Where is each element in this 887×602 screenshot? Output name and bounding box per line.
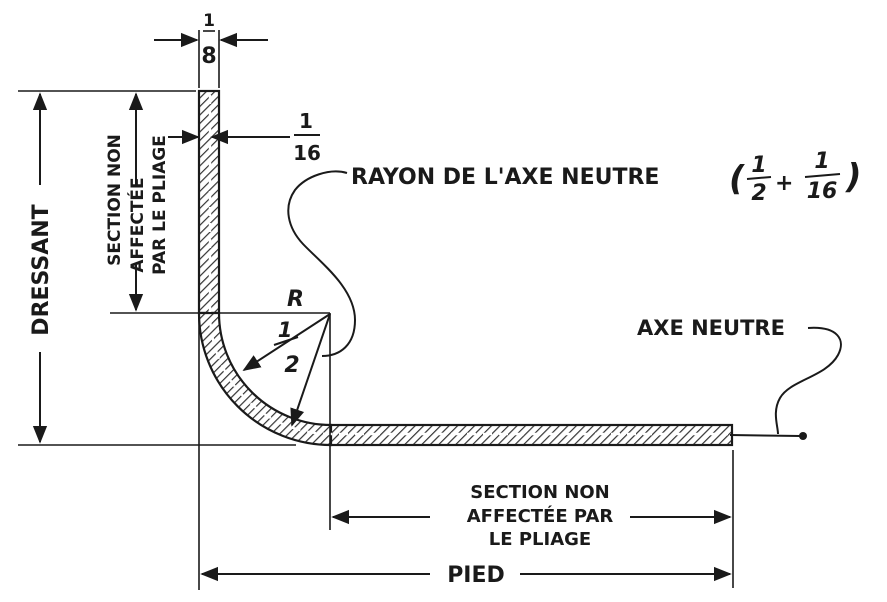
pied-dimension: PIED	[198, 315, 732, 590]
bent-metal-strip	[197, 89, 734, 447]
radius-num: 1	[278, 318, 293, 342]
formula-plus: +	[775, 171, 793, 196]
radius-title: RAYON DE L'AXE NEUTRE	[351, 165, 659, 190]
radius-title-group: RAYON DE L'AXE NEUTRE ( 1 2 + 1 16 )	[351, 149, 862, 206]
thickness-dimension: 1 8	[154, 11, 268, 88]
section-horizontal-line3: LE PLIAGE	[489, 529, 591, 550]
axe-neutre-label: AXE NEUTRE	[637, 316, 785, 340]
radius-symbol: R	[287, 287, 304, 312]
formula-b-den: 16	[807, 179, 838, 204]
radius-annotation: R 1 2	[242, 170, 357, 530]
dressant-dimension: DRESSANT	[18, 90, 296, 446]
section-vertical-line3: PAR LE PLIAGE	[150, 135, 170, 275]
thickness-num: 1	[203, 11, 215, 31]
section-horizontal-line1: SECTION NON	[470, 482, 610, 503]
thickness-den: 8	[201, 44, 216, 69]
section-vertical-line1: SECTION NON	[105, 134, 125, 266]
offset-num: 1	[299, 109, 313, 133]
formula-open: (	[729, 159, 745, 199]
formula-a-num: 1	[751, 153, 766, 178]
radius-den: 2	[284, 353, 299, 378]
formula-close: )	[845, 157, 862, 197]
axe-neutre-annotation: AXE NEUTRE	[637, 316, 842, 440]
section-horizontal-line2: AFFECTÉE PAR	[467, 505, 614, 527]
formula-a-den: 2	[751, 181, 766, 206]
pied-label: PIED	[447, 563, 505, 588]
offset-den: 16	[293, 141, 321, 165]
offset-dimension: 1 16	[168, 109, 321, 165]
formula-b-num: 1	[814, 149, 829, 174]
horizontal-section-dimension: SECTION NON AFFECTÉE PAR LE PLIAGE	[331, 450, 734, 588]
dressant-label: DRESSANT	[29, 204, 54, 335]
section-vertical-line2: AFFECTÉE	[126, 177, 148, 272]
vertical-section-dimension: SECTION NON AFFECTÉE PAR LE PLIAGE	[105, 92, 330, 314]
